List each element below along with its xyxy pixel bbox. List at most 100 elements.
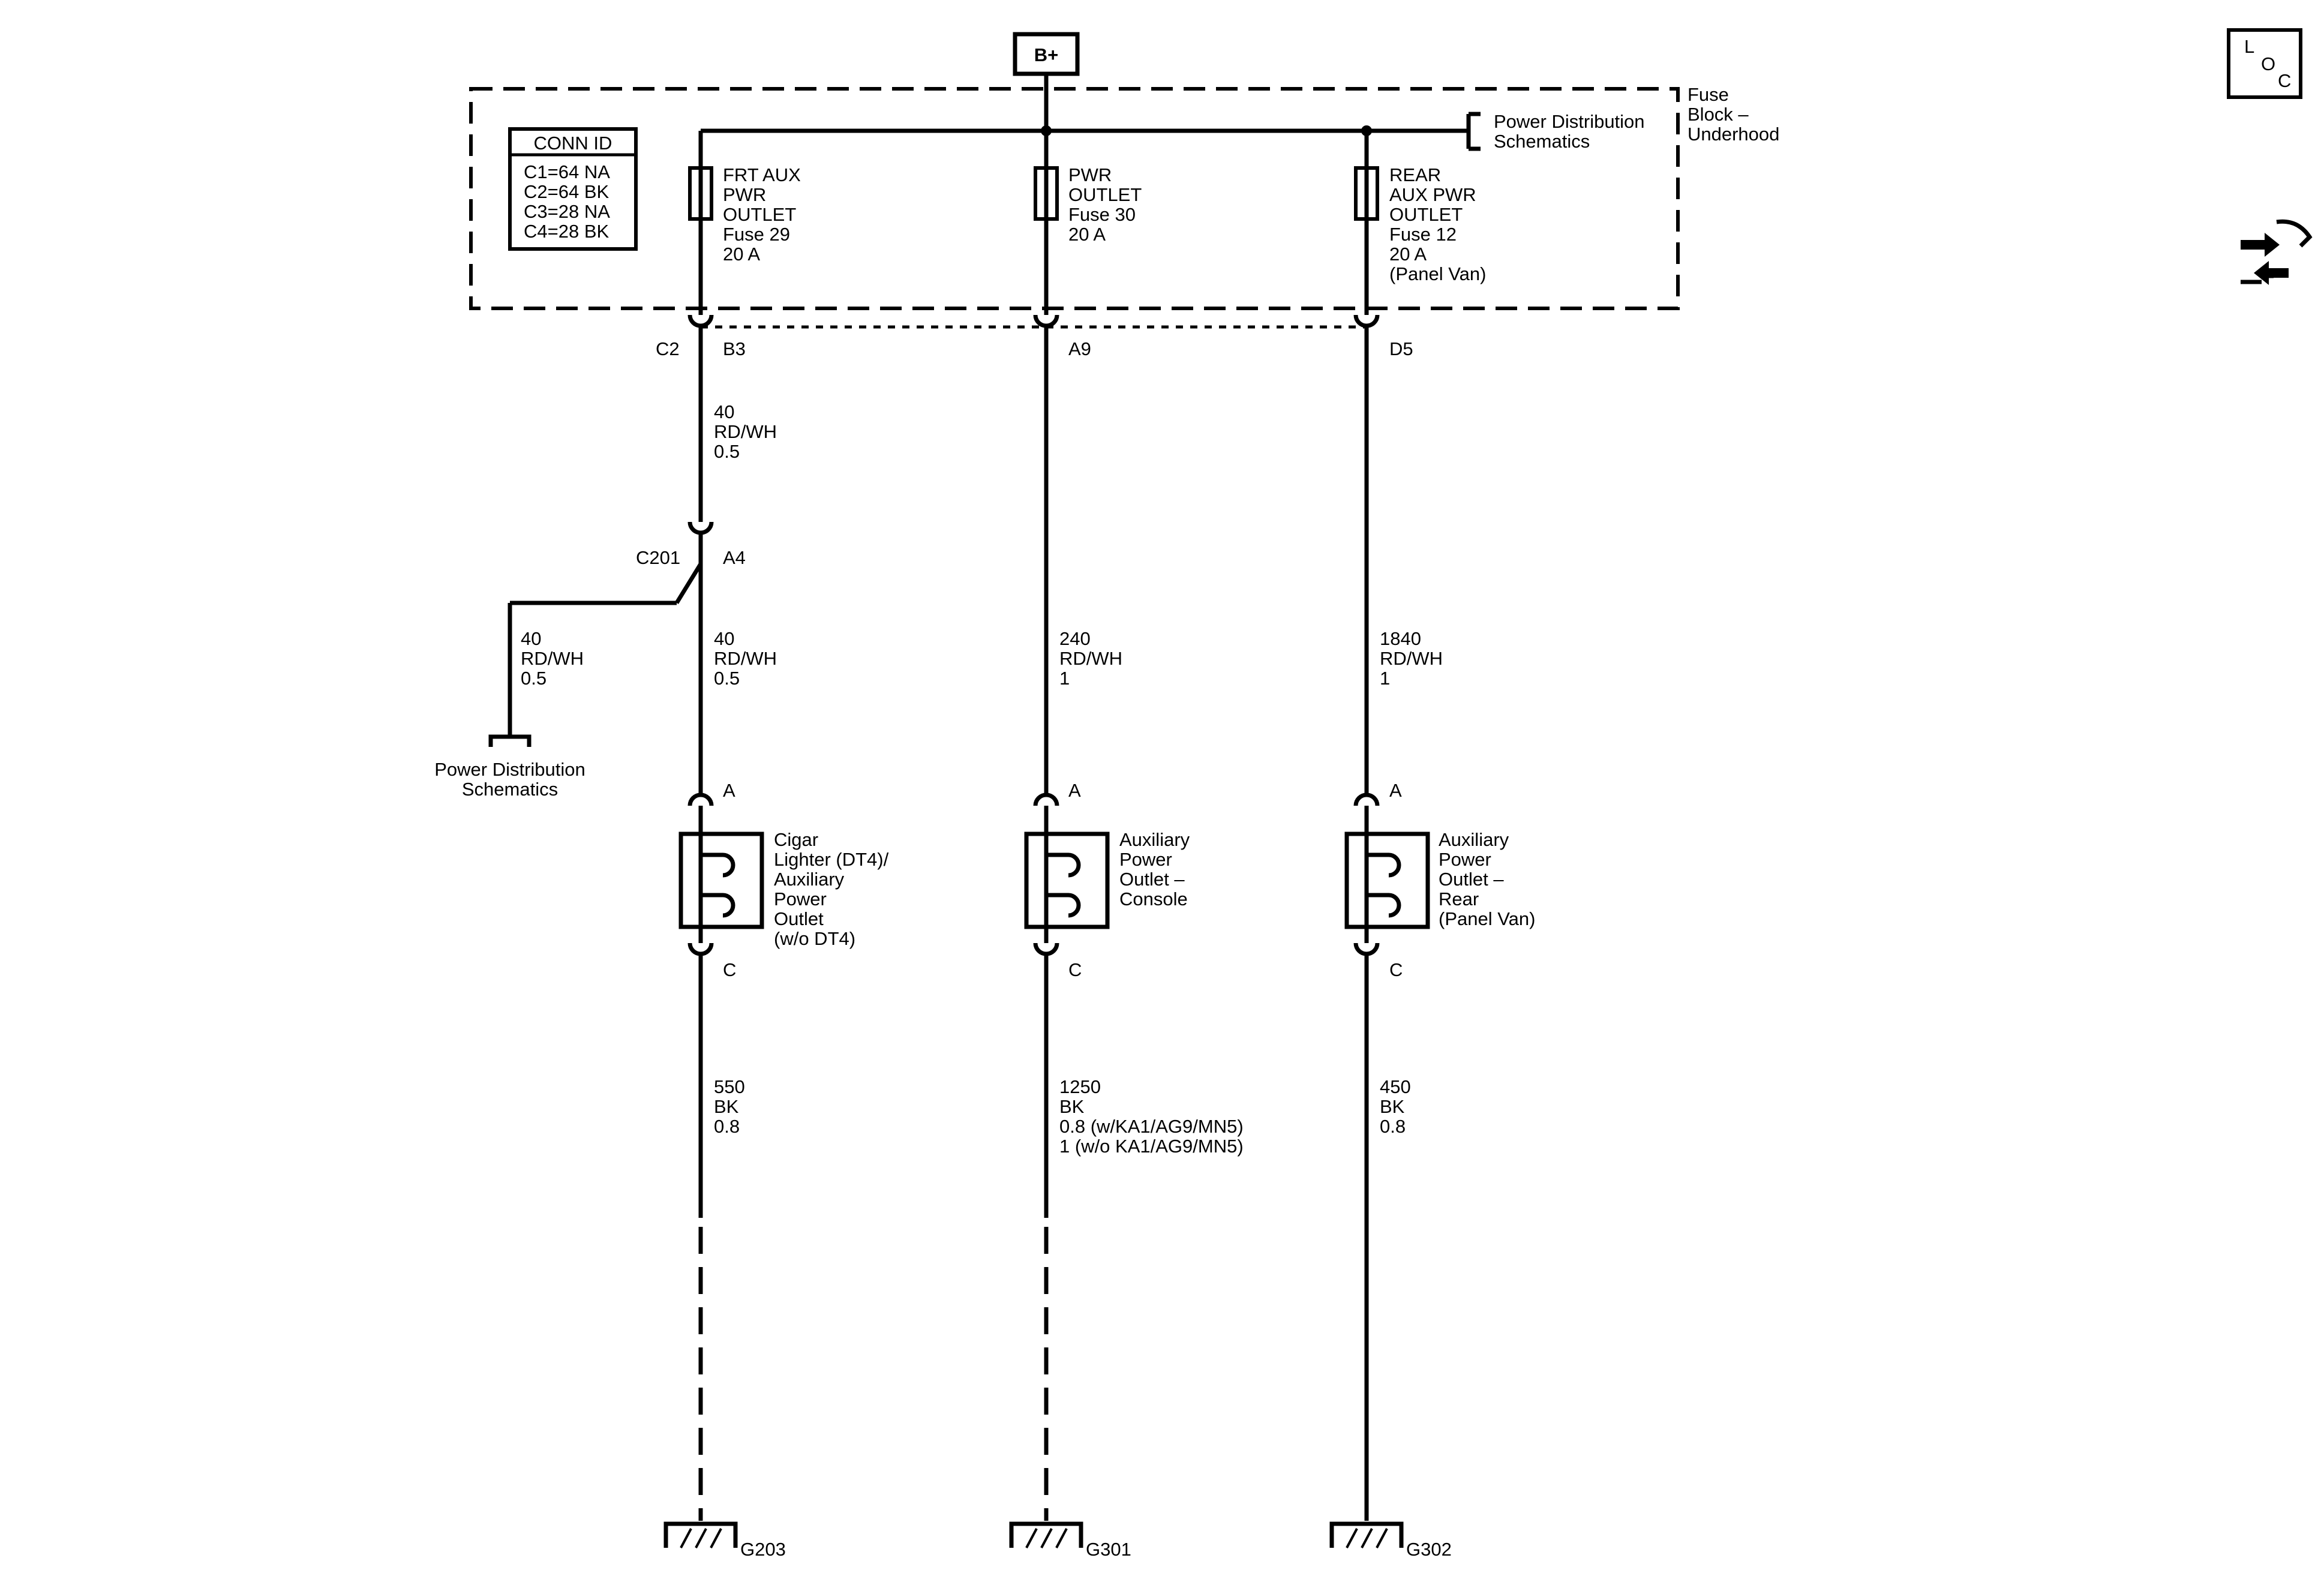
svg-text:Schematics: Schematics bbox=[1494, 131, 1590, 152]
svg-text:BK: BK bbox=[1380, 1096, 1405, 1117]
svg-text:Underhood: Underhood bbox=[1688, 124, 1779, 145]
svg-text:40: 40 bbox=[521, 628, 541, 649]
svg-text:RD/WH: RD/WH bbox=[714, 648, 777, 669]
svg-text:Outlet –: Outlet – bbox=[1119, 869, 1185, 890]
svg-text:240: 240 bbox=[1059, 628, 1091, 649]
pin-label: A4 bbox=[723, 547, 746, 568]
svg-text:BK: BK bbox=[714, 1096, 739, 1117]
pin-label: B3 bbox=[723, 338, 746, 359]
fuse-block-title: Fuse Block – Underhood bbox=[1688, 84, 1779, 145]
console-power-outlet: Auxiliary Power Outlet – Console bbox=[1024, 792, 1190, 1218]
svg-text:Power: Power bbox=[1119, 849, 1172, 870]
svg-text:REAR: REAR bbox=[1389, 164, 1441, 185]
connector-c2-label: C2 bbox=[656, 338, 680, 359]
svg-text:1: 1 bbox=[1059, 668, 1070, 689]
fuse-block-outline bbox=[469, 87, 1680, 310]
pin-label: C bbox=[723, 959, 736, 980]
svg-text:OUTLET: OUTLET bbox=[1389, 204, 1463, 225]
pin-label: C bbox=[1068, 959, 1082, 980]
pin-label: A9 bbox=[1068, 338, 1091, 359]
svg-text:0.5: 0.5 bbox=[714, 668, 740, 689]
svg-text:Rear: Rear bbox=[1439, 888, 1479, 909]
pin-label: C bbox=[1389, 959, 1403, 980]
wire-label: 240 RD/WH 1 bbox=[1059, 628, 1122, 689]
svg-text:BK: BK bbox=[1059, 1096, 1085, 1117]
fuse-30: PWR OUTLET Fuse 30 20 A bbox=[1034, 131, 1142, 315]
svg-text:Fuse 29: Fuse 29 bbox=[723, 224, 790, 245]
c2-pin-d5 bbox=[1353, 314, 1380, 795]
svg-text:20 A: 20 A bbox=[723, 244, 760, 265]
svg-text:RD/WH: RD/WH bbox=[1380, 648, 1443, 669]
ground-g301: G301 bbox=[1009, 1521, 1131, 1560]
ground-g302: G302 bbox=[1329, 1521, 1452, 1560]
b-plus-label: B+ bbox=[1034, 44, 1059, 65]
svg-text:Auxiliary: Auxiliary bbox=[774, 869, 845, 890]
svg-text:(Panel Van): (Panel Van) bbox=[1389, 263, 1486, 284]
battery-supply: B+ bbox=[1013, 32, 1080, 76]
fuse-29: FRT AUX PWR OUTLET Fuse 29 20 A bbox=[688, 131, 801, 315]
conn-id-table: CONN ID C1=64 NA C2=64 BK C3=28 NA C4=28… bbox=[508, 127, 638, 251]
svg-text:0.8: 0.8 bbox=[714, 1116, 740, 1137]
svg-text:Power Distribution: Power Distribution bbox=[1494, 111, 1645, 132]
svg-text:G203: G203 bbox=[740, 1539, 786, 1560]
c2-pin-b3 bbox=[687, 314, 714, 522]
rear-power-outlet: Auxiliary Power Outlet – Rear (Panel Van… bbox=[1344, 792, 1535, 1521]
connector-view-icon[interactable] bbox=[2241, 219, 2313, 285]
connector-c201-label: C201 bbox=[636, 547, 680, 568]
svg-text:(Panel Van): (Panel Van) bbox=[1439, 908, 1535, 929]
svg-text:1250: 1250 bbox=[1059, 1076, 1101, 1097]
svg-text:Schematics: Schematics bbox=[462, 779, 558, 800]
svg-text:Auxiliary: Auxiliary bbox=[1119, 829, 1190, 850]
svg-text:550: 550 bbox=[714, 1076, 745, 1097]
svg-text:Console: Console bbox=[1119, 888, 1188, 909]
svg-text:1840: 1840 bbox=[1380, 628, 1421, 649]
ground-g203: G203 bbox=[663, 1521, 786, 1560]
svg-text:Outlet: Outlet bbox=[774, 908, 824, 929]
cigar-lighter-outlet: Cigar Lighter (DT4)/ Auxiliary Power Out… bbox=[678, 792, 889, 1218]
svg-text:Outlet –: Outlet – bbox=[1439, 869, 1504, 890]
c201-connector bbox=[488, 521, 714, 795]
svg-text:FRT AUX: FRT AUX bbox=[723, 164, 801, 185]
svg-text:G302: G302 bbox=[1406, 1539, 1452, 1560]
svg-text:20 A: 20 A bbox=[1389, 244, 1427, 265]
pin-label: A bbox=[1068, 780, 1081, 801]
svg-text:G301: G301 bbox=[1086, 1539, 1131, 1560]
svg-text:Power: Power bbox=[1439, 849, 1491, 870]
wire-label: 40 RD/WH 0.5 bbox=[714, 628, 777, 689]
wire-label: 40 RD/WH 0.5 bbox=[714, 401, 777, 462]
svg-text:PWR: PWR bbox=[723, 184, 766, 205]
svg-text:Power: Power bbox=[774, 888, 827, 909]
wire-label: 450 BK 0.8 bbox=[1380, 1076, 1411, 1137]
pin-label: A bbox=[1389, 780, 1402, 801]
conn-id-row: C3=28 NA bbox=[524, 201, 610, 222]
pin-label: D5 bbox=[1389, 338, 1413, 359]
svg-text:Block –: Block – bbox=[1688, 104, 1749, 125]
location-view-icon[interactable]: L O C bbox=[2227, 28, 2302, 99]
svg-text:OUTLET: OUTLET bbox=[1068, 184, 1142, 205]
svg-text:C: C bbox=[2278, 70, 2291, 91]
conn-id-row: C2=64 BK bbox=[524, 181, 609, 202]
svg-text:(w/o DT4): (w/o DT4) bbox=[774, 928, 855, 949]
wire-label: 1840 RD/WH 1 bbox=[1380, 628, 1443, 689]
wire-label: 550 BK 0.8 bbox=[714, 1076, 745, 1137]
c2-pin-a9 bbox=[1033, 314, 1059, 795]
wire-label: 1250 BK 0.8 (w/KA1/AG9/MN5) 1 (w/o KA1/A… bbox=[1059, 1076, 1244, 1157]
svg-text:AUX PWR: AUX PWR bbox=[1389, 184, 1476, 205]
svg-text:0.8: 0.8 bbox=[1380, 1116, 1406, 1137]
svg-text:RD/WH: RD/WH bbox=[714, 421, 777, 442]
svg-text:L: L bbox=[2244, 36, 2254, 57]
svg-text:Fuse 12: Fuse 12 bbox=[1389, 224, 1457, 245]
power-distribution-branch-ref: Power Distribution Schematics bbox=[434, 759, 585, 800]
svg-text:1 (w/o KA1/AG9/MN5): 1 (w/o KA1/AG9/MN5) bbox=[1059, 1136, 1244, 1157]
pin-label: A bbox=[723, 780, 735, 801]
svg-text:Auxiliary: Auxiliary bbox=[1439, 829, 1509, 850]
svg-text:RD/WH: RD/WH bbox=[521, 648, 584, 669]
svg-text:PWR: PWR bbox=[1068, 164, 1112, 185]
svg-text:40: 40 bbox=[714, 628, 734, 649]
conn-id-row: C1=64 NA bbox=[524, 161, 610, 182]
svg-text:40: 40 bbox=[714, 401, 734, 422]
power-distribution-ref: Power Distribution Schematics bbox=[1466, 111, 1645, 152]
svg-text:0.8 (w/KA1/AG9/MN5): 0.8 (w/KA1/AG9/MN5) bbox=[1059, 1116, 1244, 1137]
svg-text:Lighter (DT4)/: Lighter (DT4)/ bbox=[774, 849, 889, 870]
